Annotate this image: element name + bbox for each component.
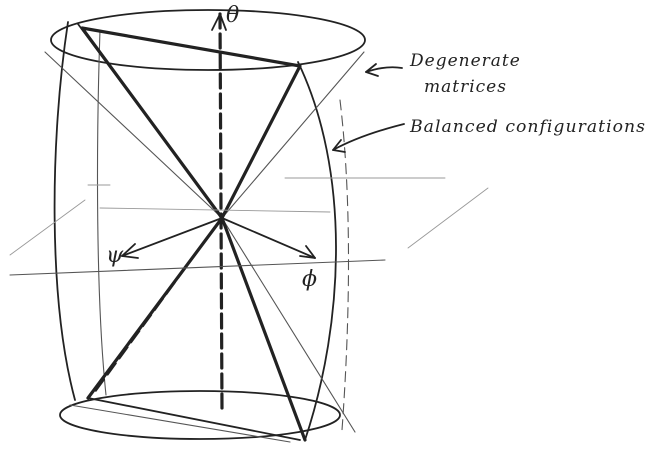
theta-axis [211,12,227,412]
phi-label: ϕ [302,267,317,292]
lower-cone [69,216,356,443]
degenerate-label-line2: matrices [424,77,507,97]
upper-cone [44,23,365,220]
cylinder-outline [50,9,366,441]
degenerate-label-line1: Degenerate [409,51,521,71]
horizontal-plane [9,177,489,276]
theta-label: θ [226,3,239,28]
balanced-arrow [332,123,405,153]
psi-axis [121,217,223,259]
balanced-label: Balanced configurations [409,117,646,137]
psi-label: ψ [106,243,124,268]
degenerate-arrow [365,63,403,77]
phi-axis [221,217,316,259]
